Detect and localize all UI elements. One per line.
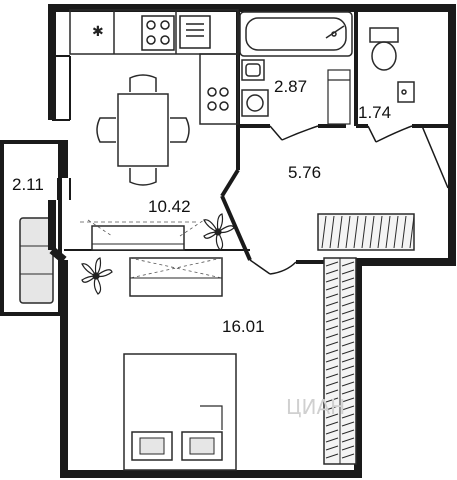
area-label-bathroom: 2.87: [274, 77, 307, 96]
snowflake-icon: ✱: [92, 24, 104, 40]
bathroom-door: [269, 125, 319, 141]
area-label-hall: 5.76: [288, 163, 321, 182]
area-label-kitchen: 10.42: [148, 197, 191, 216]
dining-table: [96, 74, 190, 186]
entrance-door: [421, 125, 449, 189]
hall-wardrobe: [317, 213, 415, 251]
plant-icon: [203, 213, 235, 251]
chair-left: [96, 117, 116, 143]
sink-icon: [179, 15, 211, 49]
appliance-icon: [207, 87, 229, 111]
washing-machine-icon: [241, 89, 269, 117]
bathroom-shelf: [327, 69, 351, 125]
plant-icon: [81, 257, 113, 295]
wc-door: [367, 125, 413, 143]
bedroom-door: [249, 259, 297, 275]
watermark: ЦИАН: [286, 395, 345, 419]
chair-bottom: [129, 168, 157, 186]
kitchen-sofa: [80, 219, 205, 251]
balcony-sofa: [19, 217, 54, 304]
chair-top: [129, 74, 157, 92]
bedroom-wardrobe: [323, 257, 357, 465]
outer-walls: [48, 4, 456, 478]
stove-icon: [141, 15, 175, 51]
area-label-bedroom: 16.01: [222, 317, 265, 336]
area-label-wc: 1.74: [358, 103, 391, 122]
washbasin-icon: [241, 59, 265, 81]
doors: [249, 125, 449, 275]
kitchen-counter: [69, 9, 239, 125]
area-label-balcony: 2.11: [12, 175, 44, 194]
bed: [123, 353, 237, 471]
toilet-icon: [369, 27, 399, 71]
chair-right: [170, 117, 190, 143]
wc-sink-icon: [397, 81, 415, 103]
tv-stand: [129, 257, 223, 297]
bathtub: [239, 11, 353, 57]
